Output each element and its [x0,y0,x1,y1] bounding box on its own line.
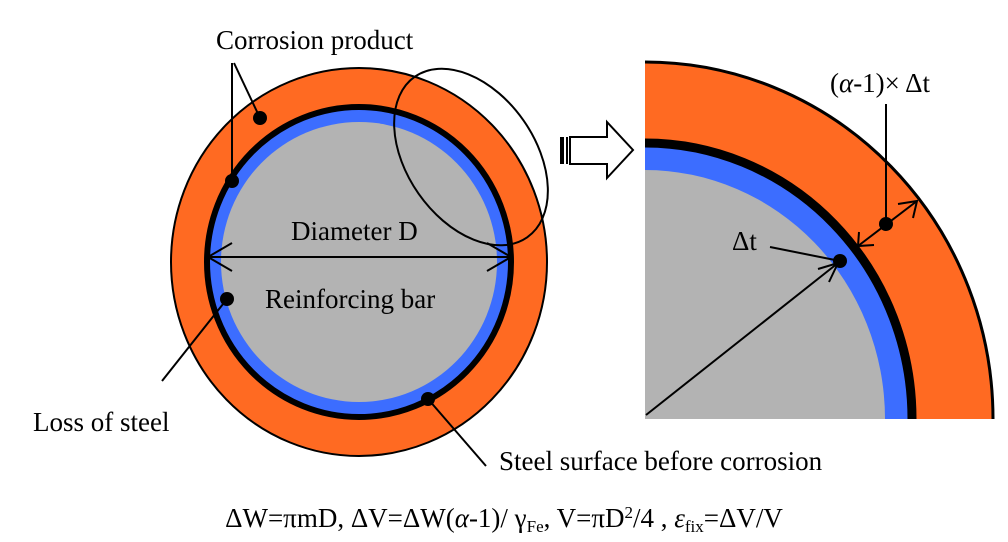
delta-t-dot [833,254,847,268]
formula: ΔW=πmD, ΔV=ΔW(α-1)/ γFe, V=πD2/4 , εfix=… [225,503,783,536]
zoomed-quadrant [645,60,995,419]
label-loss-of-steel: Loss of steel [33,407,169,437]
rebar-cross-section [161,62,549,467]
leader-line [161,298,228,382]
expansion-arrowhead-in [856,231,875,248]
reinforcing-bar-core [221,122,497,402]
label-diameter: Diameter D [291,216,418,246]
original-surface-ring [204,104,514,420]
delta-t-leader [769,246,836,261]
label-expansion: (α-1)× Δt [830,68,931,98]
magnifier-ellipse [393,67,549,247]
label-reinforcing-bar: Reinforcing bar [265,284,435,314]
leader-line [233,62,261,119]
leader-line [427,398,487,467]
diameter-arrowhead-right [486,242,513,272]
label-delta-t: Δt [732,226,757,256]
diameter-arrowhead-left [206,242,233,272]
zoom-reinforcing-bar-core [645,170,885,419]
label-steel-surface: Steel surface before corrosion [499,446,823,476]
radius-line [645,262,839,416]
zoom-arrow-icon [560,119,635,181]
label-corrosion-product: Corrosion product [216,25,414,55]
expansion-arrowhead-out [897,199,919,219]
